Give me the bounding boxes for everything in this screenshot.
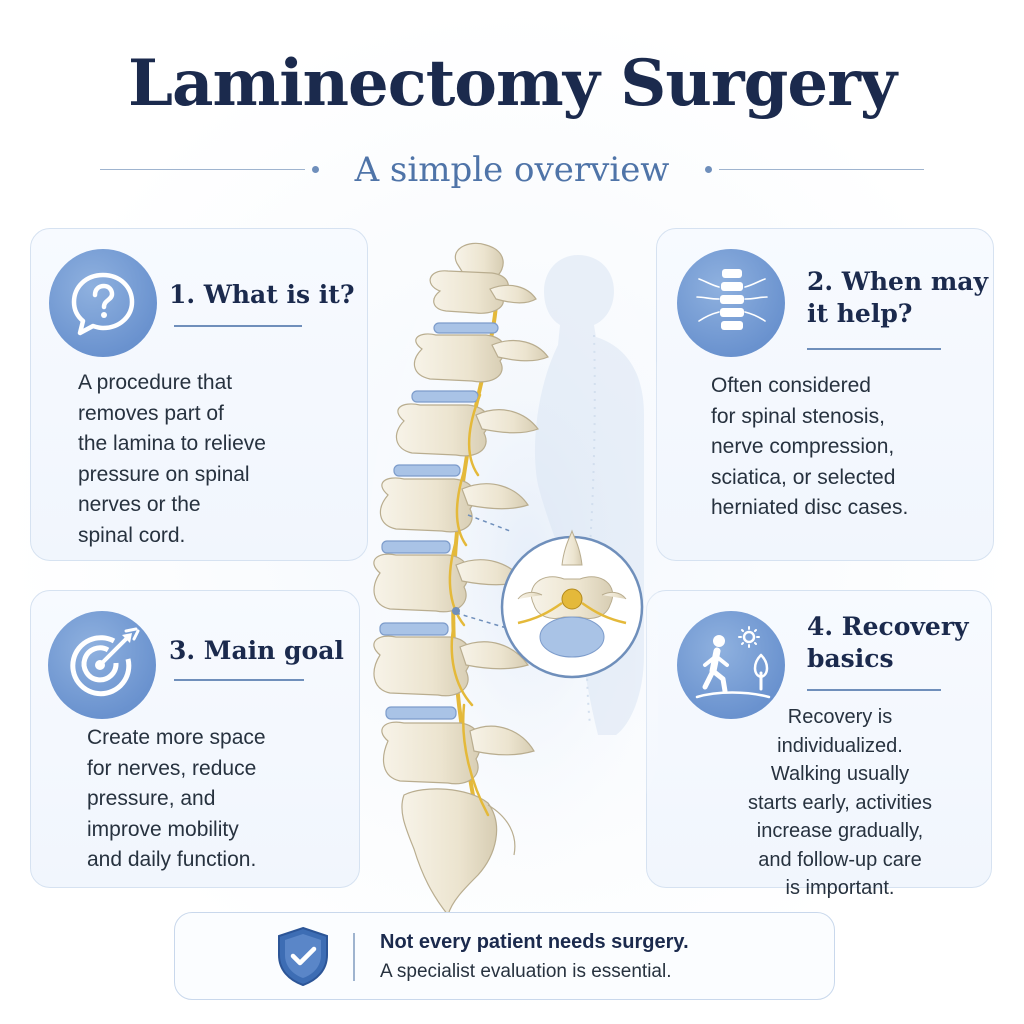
card-body-line: A procedure that [78,371,233,394]
card-body-line: nerve compression, [711,435,895,458]
walking-person-icon [677,611,785,719]
card-title-rule [174,325,302,327]
shield-check-icon [278,926,328,987]
card-body-line: and follow-up care [758,848,922,871]
card-body-line: for spinal stenosis, [711,404,885,428]
subtitle-dot-right [705,166,712,173]
card-title-line: it help? [807,299,913,328]
card-what-is-it: 1. What is it? A procedure that removes … [30,228,368,561]
card-body-line: increase gradually, [756,820,924,842]
card-body-line: individualized. [777,734,903,757]
card-body-line: improve mobility [87,817,239,841]
card-body: A procedure that removes part of the lam… [78,368,266,551]
vertebra-cross-section-callout [452,514,644,679]
card-body-line: pressure, and [87,787,216,810]
subtitle-row: A simple overview [100,150,924,190]
target-arrow-icon [48,611,156,719]
subtitle-dot-left [312,166,319,173]
card-body: Create more space for nerves, reduce pre… [87,723,266,876]
card-body-line: for nerves, reduce [87,756,257,780]
card-title-line: 3. Main goal [169,636,344,665]
card-title: 3. Main goal [169,635,344,667]
card-body-line: the lamina to relieve [78,432,266,455]
notice-box: Not every patient needs surgery. A speci… [174,912,835,1000]
card-body-line: Create more space [87,726,266,749]
card-body-line: Walking usually [770,763,910,785]
card-main-goal: 3. Main goal Create more space for nerve… [30,590,360,888]
card-body-line: pressure on spinal [78,462,250,486]
notice-headline: Not every patient needs surgery. [380,931,689,953]
vertebra-stack [373,242,549,917]
card-body-line: sciatica, or selected [711,465,896,489]
card-title-line: basics [807,644,894,673]
card-body-line: Often considered [711,374,871,397]
card-title-rule [174,679,304,681]
subtitle-divider-left [100,169,305,170]
card-body-line: starts early, activities [747,791,933,814]
page-title: Laminectomy Surgery [128,46,897,121]
card-body-line: is important. [785,877,895,899]
card-title-line: 2. When may [807,267,989,296]
card-title-rule [807,348,941,350]
card-body-line: and daily function. [87,848,257,871]
notice-subtext: A specialist evaluation is essential. [380,961,672,982]
card-title-rule [807,689,941,691]
spine-illustration [368,225,658,917]
card-title: 2. When may it help? [807,266,988,330]
subtitle-divider-right [719,169,924,170]
nerve-roots [448,393,490,817]
spine-nerves-icon [677,249,785,357]
page-subtitle: A simple overview [354,150,670,190]
card-body-line: nerves or the [78,493,201,516]
notice-divider [353,933,355,981]
card-body-line: Recovery is [787,706,893,728]
card-body-line: herniated disc cases. [711,496,909,519]
card-title: 1. What is it? [169,279,354,311]
card-title-line: 1. What is it? [169,280,355,309]
card-when-may-it-help: 2. When may it help? Often considered fo… [656,228,994,561]
card-title-line: 4. Recovery [807,612,969,641]
card-body: Often considered for spinal stenosis, ne… [711,371,908,524]
question-bubble-icon [49,249,157,357]
card-body: Recovery is individualized. Walking usua… [705,703,975,903]
card-body-line: removes part of [78,401,224,425]
card-recovery-basics: 4. Recovery basics Recovery is individua… [646,590,992,899]
card-body-line: spinal cord. [78,523,186,547]
card-title: 4. Recovery basics [807,611,969,675]
